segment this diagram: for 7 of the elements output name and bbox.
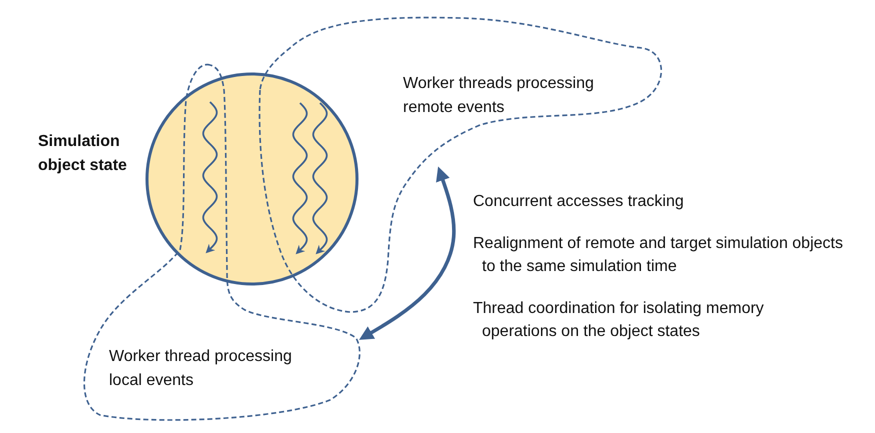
double-headed-arrow [359, 166, 456, 340]
region-label: Worker thread processing local events [109, 347, 293, 391]
region-label: Worker threads processing remote events [403, 74, 595, 118]
note-text: Realignment of remote and target simulation objects to the same simulation time [473, 234, 844, 277]
note-text: Thread coordination for isolating memory operations on the object states [473, 299, 765, 342]
object-state-label: Simulation object state [38, 132, 128, 176]
note-text: Concurrent accesses tracking [473, 192, 685, 212]
